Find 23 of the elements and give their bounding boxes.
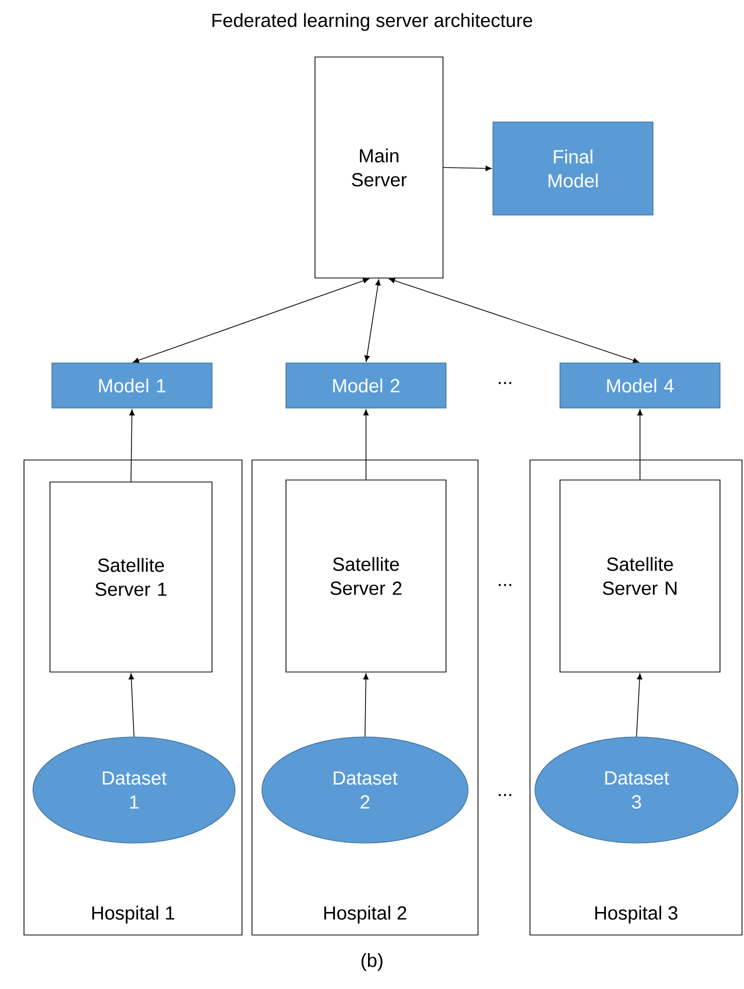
arrow	[363, 409, 369, 480]
ellipsis: ...	[498, 382, 512, 384]
server-box: Satellite Server N	[560, 480, 720, 672]
arrow	[129, 409, 135, 482]
title: Federated learning server architecture	[212, 13, 532, 31]
arrow	[443, 166, 492, 172]
ellipsis: ...	[498, 584, 512, 586]
ellipsis: ...	[498, 794, 512, 796]
caption: (b)	[362, 953, 382, 971]
arrow	[132, 278, 370, 363]
arrow	[364, 279, 381, 362]
model-box: Model 4	[560, 362, 720, 408]
model-box: Model 2	[286, 362, 446, 408]
arrow	[388, 278, 640, 364]
server-box: Satellite Server 2	[286, 480, 446, 672]
arrow	[636, 673, 642, 737]
arrow	[637, 409, 643, 480]
server-box: Satellite Server 1	[50, 482, 212, 672]
model-box: Final Model	[492, 122, 654, 216]
arrow	[363, 673, 369, 737]
arrow	[128, 673, 134, 737]
server-box: Main Server	[314, 56, 444, 278]
model-box: Model 1	[52, 362, 212, 408]
